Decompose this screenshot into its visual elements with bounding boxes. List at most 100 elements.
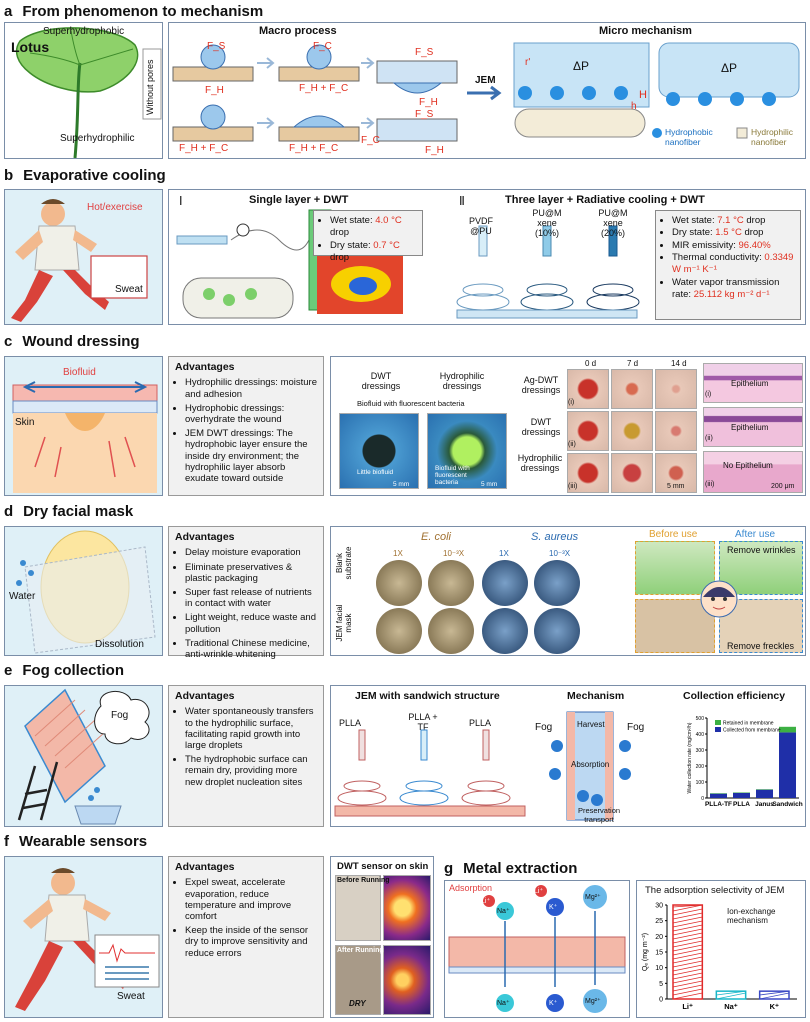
- efficiency-title: Collection efficiency: [683, 690, 786, 702]
- bar-retained: [779, 726, 796, 733]
- before-running-photo: [335, 875, 381, 941]
- dwt-dressing-photo: [339, 413, 419, 489]
- row-ag-dwt: Ag-DWT dressings: [521, 375, 561, 395]
- mask-adv-item: Eliminate preservatives & plastic packag…: [185, 562, 317, 584]
- panel-f-sensor: DWT sensor on skin Before Running After …: [330, 856, 434, 1018]
- fog-label-e: Fog: [111, 710, 129, 721]
- y-tick-label: 200: [696, 764, 705, 770]
- y-tick-label: 30: [655, 903, 663, 910]
- h-big-label: H: [639, 89, 647, 101]
- h-small-label: h: [631, 101, 637, 112]
- ion-k-top: K⁺: [549, 904, 558, 911]
- y-tick-label: 25: [655, 918, 663, 925]
- bar-hatch: [672, 948, 703, 956]
- bar-hatch: [672, 960, 703, 968]
- sweat-label-b: Sweat: [115, 284, 143, 295]
- y-tick-label: 400: [696, 732, 705, 738]
- plla-label-2: PLLA: [469, 718, 492, 728]
- wound-photo: [567, 411, 609, 451]
- fs-label-2: F_S: [415, 47, 434, 58]
- delta-p-left: ΔP: [573, 59, 590, 73]
- ion-mg-bottom: Mg²⁺: [585, 998, 601, 1005]
- sensor-advantages: Advantages Expel sweat, accelerate evapo…: [168, 856, 324, 1018]
- before-thermal-photo: [383, 875, 431, 941]
- mir-emissivity: MIR emissivity: 96.40%: [672, 240, 794, 252]
- saureus-dil1: 1X: [499, 549, 509, 558]
- biofluid-label: Biofluid: [63, 367, 96, 378]
- wound-adv-item: Hydrophilic dressings: moisture and adhe…: [185, 377, 317, 399]
- fs-label-1: F_S: [207, 41, 226, 52]
- before-skin-photo-1: [635, 541, 715, 595]
- remove-freckles-label: Remove freckles: [727, 641, 795, 651]
- runner-sensor-illustration: Sweat: [4, 856, 163, 1018]
- dry-label: DRY: [349, 999, 366, 1008]
- fh-fc-label-2: F_H + F_C: [179, 143, 229, 154]
- day-0: 0 d: [585, 359, 597, 368]
- after-skin-photo-1: [719, 541, 803, 595]
- hydrophilic-dressings-label: Hydrophilic dressings: [439, 371, 485, 391]
- scale-5mm-1: 5 mm: [393, 481, 410, 488]
- sensor-adv-title: Advantages: [175, 861, 235, 873]
- single-wet-state: Wet state: 4.0 °C drop: [330, 215, 416, 240]
- saureus-label: S. aureus: [531, 531, 579, 543]
- three-dry-state: Dry state: 1.5 °C drop: [672, 227, 794, 239]
- electrospinning-diagram: [176, 209, 640, 319]
- bar-hatch: [672, 904, 703, 908]
- fog-label-left: Fog: [535, 722, 553, 733]
- dissolution-label: Dissolution: [95, 639, 144, 650]
- wound-photo: [611, 369, 653, 409]
- fh-fc-label-1: F_H + F_C: [299, 83, 349, 94]
- dwt-dressings-label: DWT dressings: [361, 371, 401, 391]
- wound-photo: [655, 453, 697, 493]
- sandwich-diagram: [334, 711, 631, 821]
- x-tick-label: PLLA: [733, 801, 750, 808]
- lotus-illustration: Lotus Superhydrophobic Superhydrophilic …: [4, 22, 163, 159]
- y-tick-label: 300: [696, 748, 705, 754]
- sweat-label-f: Sweat: [117, 991, 145, 1002]
- lotus-label: Lotus: [11, 39, 50, 55]
- remove-wrinkles-label: Remove wrinkles: [727, 545, 796, 555]
- x-tick-label: Sandwich: [772, 801, 802, 808]
- bar-hatch: [672, 944, 703, 952]
- fog-adv-title: Advantages: [175, 690, 235, 702]
- epithelium-label-1: Epithelium: [731, 379, 769, 388]
- y-axis-label: Water collection rate (mg/cm²/h): [687, 722, 693, 793]
- roman-ii-photo: (ii): [568, 441, 576, 448]
- bar-collected: [710, 793, 727, 798]
- single-layer-results: Wet state: 4.0 °C drop Dry state: 0.7 °C…: [313, 210, 423, 263]
- row-hydrophilic: Hydrophilic dressings: [517, 453, 563, 473]
- macro-micro-diagram: [172, 42, 800, 142]
- facial-mask-illustration: Water Dissolution: [4, 526, 163, 656]
- legend-hydrophobic: Hydrophobic nanofiber: [665, 127, 713, 147]
- fog-adv-item: The hydrophobic surface can remain dry, …: [185, 754, 317, 788]
- mask-adv-item: Delay moisture evaporation: [185, 547, 317, 558]
- mask-adv-item: Traditional Chinese medicine, anti-wrink…: [185, 638, 317, 660]
- sensor-adv-item: Keep the inside of the sensor dry to imp…: [185, 925, 317, 959]
- after-use-label: After use: [735, 529, 776, 540]
- thermal-conductivity: Thermal conductivity: 0.3349 W m⁻¹ K⁻¹: [672, 252, 794, 277]
- bar-hatch: [672, 952, 703, 960]
- bar-hatch: [672, 964, 703, 972]
- bar-hatch: [672, 988, 703, 996]
- plla-label-1: PLLA: [339, 718, 362, 728]
- legend-swatch: [715, 720, 721, 725]
- r-label: r': [525, 57, 531, 68]
- before-running-label: Before Running: [337, 877, 390, 884]
- ecoli-dil2: 10⁻³X: [443, 549, 465, 558]
- wound-photo: [655, 411, 697, 451]
- water-vapor-rate: Water vapor transmission rate: 25.112 kg…: [672, 277, 794, 302]
- x-tick-label: PLLA-TF: [705, 801, 732, 808]
- bar-hatch: [759, 992, 790, 1000]
- fc-label-2: F_C: [361, 135, 380, 146]
- ecoli-dil1: 1X: [393, 549, 403, 558]
- ion-li-top: Li⁺: [534, 888, 544, 895]
- wound-photo: [611, 411, 653, 451]
- fog-advantages: Advantages Water spontaneously transfers…: [168, 685, 324, 827]
- fog-adv-item: Water spontaneously transfers to the hyd…: [185, 706, 317, 751]
- adsorption-label: Adsorption: [449, 883, 493, 893]
- superhydrophilic-label: Superhydrophilic: [60, 133, 135, 144]
- hydrophilic-dressing-photo: [427, 413, 507, 489]
